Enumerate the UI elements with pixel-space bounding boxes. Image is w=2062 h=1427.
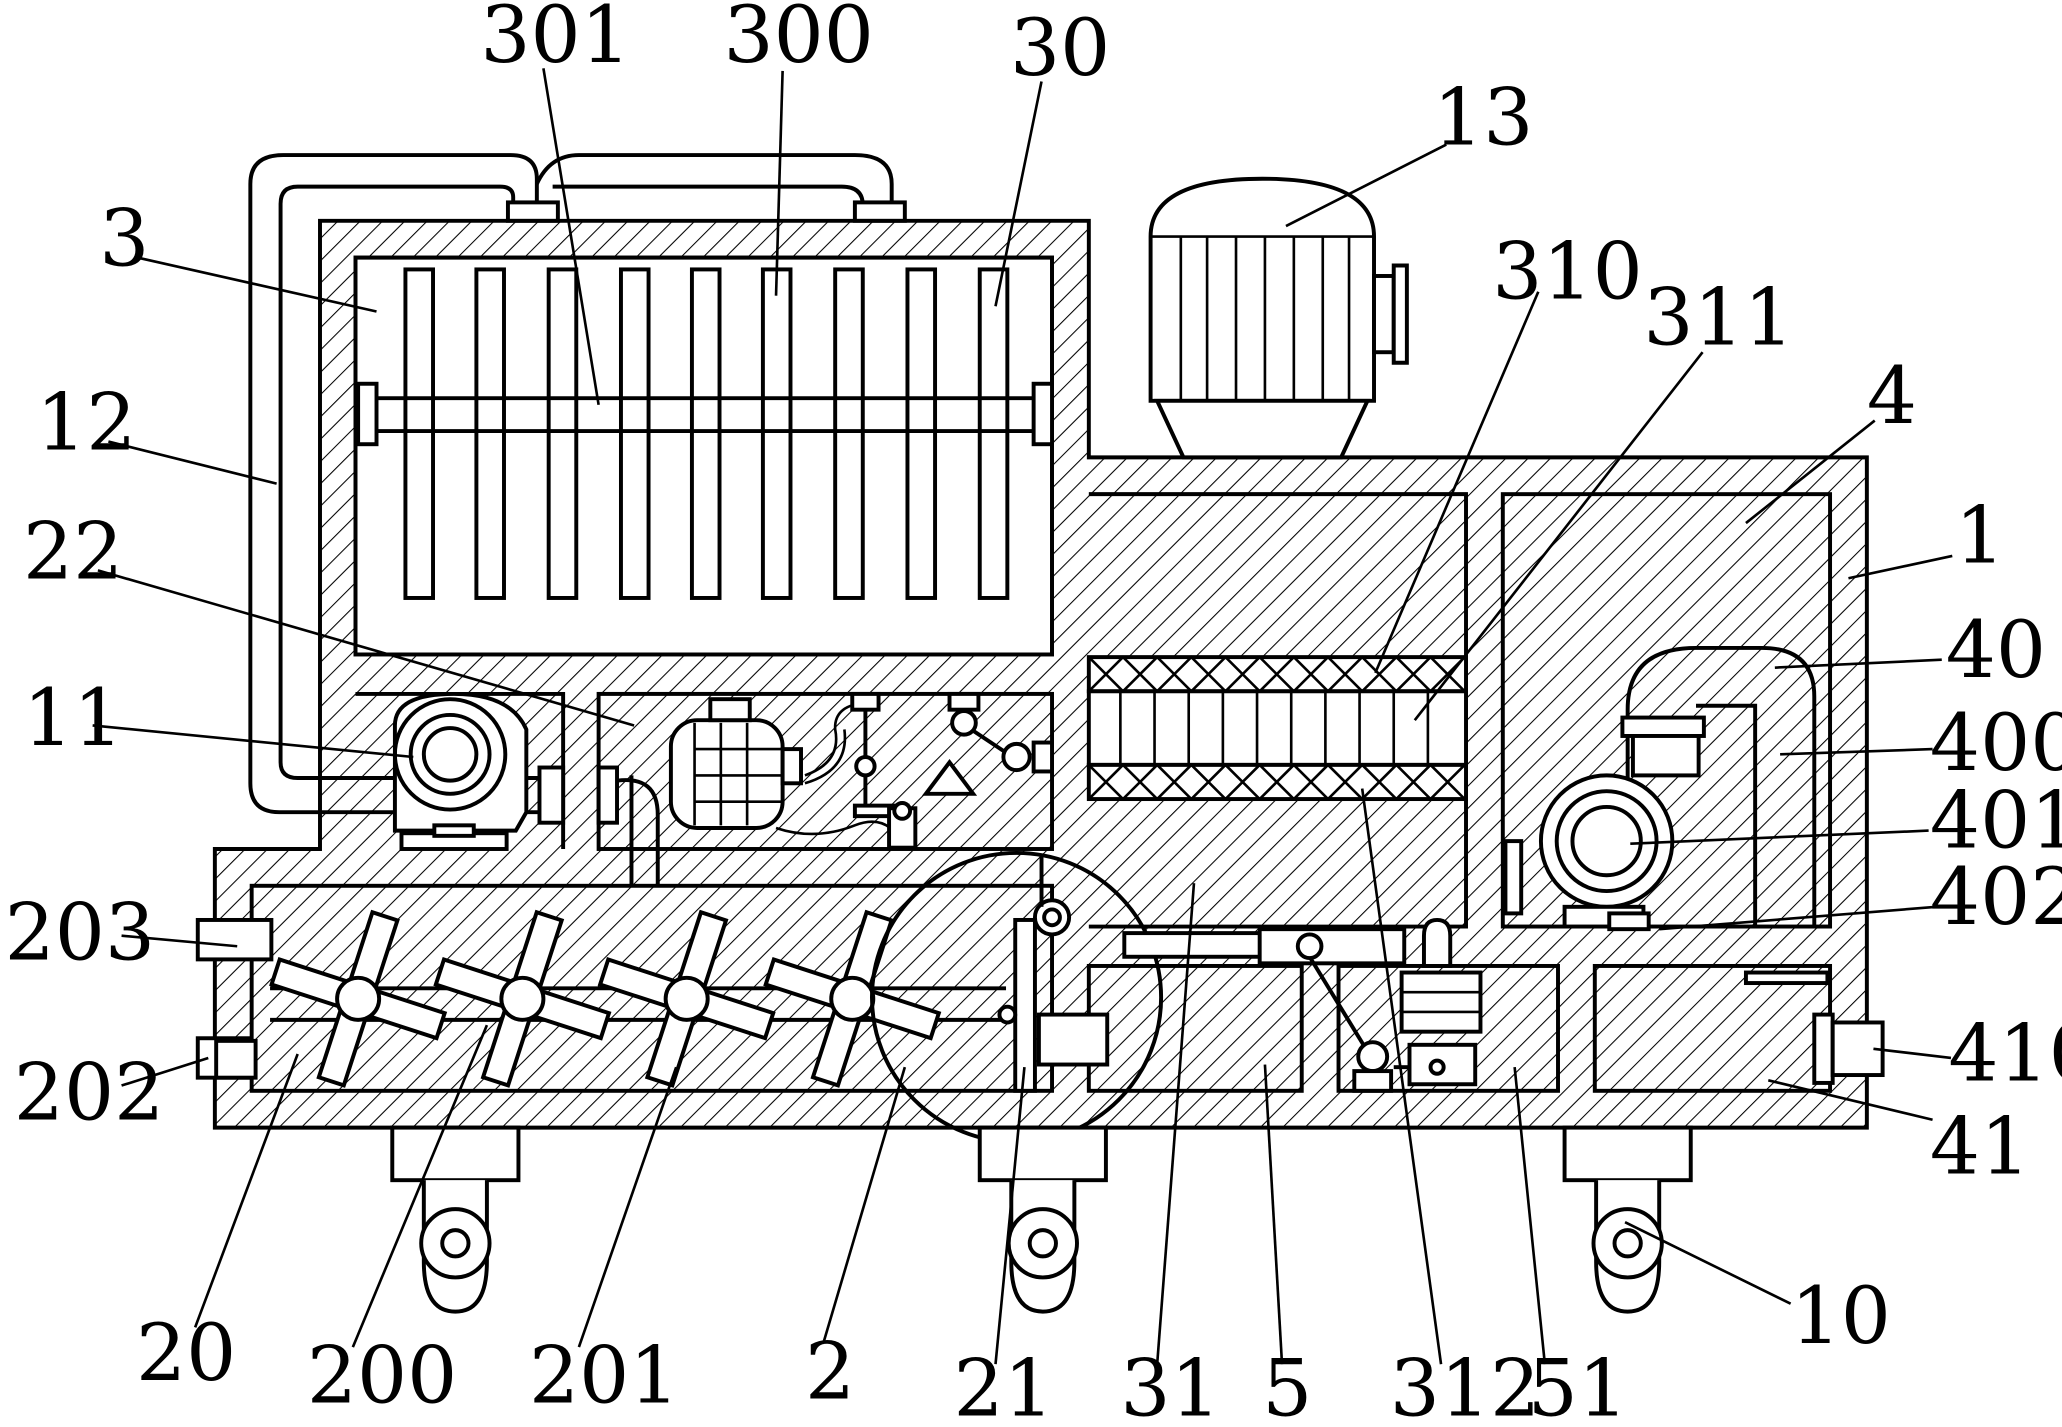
pipe-12 [248, 153, 907, 815]
callout-203: 203 [5, 886, 156, 978]
pump-40 [1503, 645, 1885, 1085]
fan-11 [392, 691, 619, 851]
callout-311: 311 [1643, 271, 1794, 363]
wheels [390, 1125, 1693, 1314]
callout-40: 40 [1946, 604, 2046, 696]
callout-4: 4 [1867, 350, 1917, 442]
callout-41: 41 [1930, 1101, 2030, 1193]
callout-310: 310 [1492, 225, 1643, 317]
callout-410: 410 [1948, 1007, 2062, 1099]
callout-402: 402 [1930, 851, 2062, 943]
callout-201: 201 [529, 1329, 680, 1421]
callout-30: 30 [1010, 2, 1110, 94]
callout-401: 401 [1930, 775, 2062, 867]
callout-5: 5 [1262, 1342, 1312, 1422]
filter-layers [1086, 655, 1468, 802]
callout-21: 21 [953, 1342, 1053, 1422]
callout-22: 22 [23, 505, 123, 597]
callout-2: 2 [805, 1325, 855, 1417]
callout-312: 312 [1390, 1342, 1541, 1422]
callout-31: 31 [1120, 1342, 1220, 1422]
callout-10: 10 [1791, 1270, 1891, 1362]
callout-51: 51 [1528, 1342, 1628, 1422]
motor-22 [616, 691, 1054, 886]
callout-1: 1 [1955, 489, 2005, 581]
callout-400: 400 [1930, 697, 2062, 789]
callout-301: 301 [480, 0, 631, 81]
callout-200: 200 [307, 1329, 458, 1421]
leader-lines [92, 68, 1953, 1365]
mixer-blades [269, 909, 942, 1088]
crusher-blades [356, 267, 1054, 600]
callout-labels: 301 300 30 13 310 311 3 4 12 1 22 40 11 … [5, 0, 2062, 1427]
callout-11: 11 [23, 672, 123, 764]
push-rod [1122, 917, 1483, 1093]
callout-20: 20 [136, 1307, 236, 1399]
callout-12: 12 [36, 376, 136, 468]
callout-13: 13 [1433, 72, 1533, 164]
callout-3: 3 [99, 192, 149, 284]
callout-202: 202 [14, 1047, 165, 1139]
callout-300: 300 [723, 0, 874, 81]
motor-13 [1148, 176, 1409, 460]
